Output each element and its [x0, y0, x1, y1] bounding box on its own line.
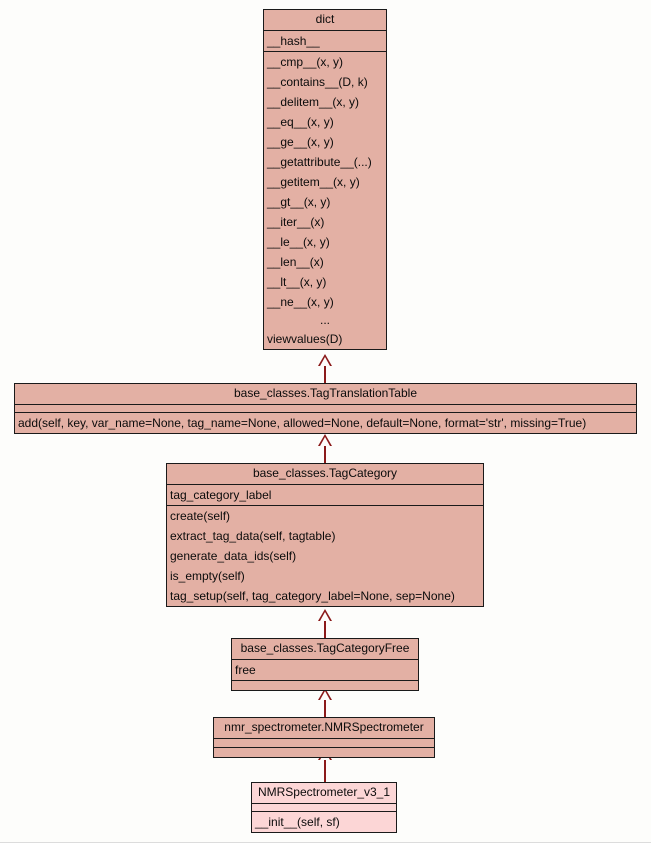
- class-method: extract_tag_data(self, tagtable): [170, 529, 336, 543]
- class-name-label: base_classes.TagCategory: [252, 466, 398, 480]
- class-method: __contains__(D, k): [267, 75, 368, 89]
- class-methods-compartment: __init__(self, sf): [252, 812, 396, 832]
- class-name-label: base_classes.TagCategoryFree: [240, 641, 410, 655]
- class-method: __getitem__(x, y): [267, 175, 360, 189]
- class-methods-compartment: [214, 748, 434, 757]
- class-attribute: tag_category_label: [170, 488, 272, 502]
- class-method: is_empty(self): [170, 569, 245, 583]
- class-name-compartment: nmr_spectrometer.NMRSpectrometer: [214, 718, 434, 739]
- class-method: viewvalues(D): [267, 332, 343, 346]
- class-method: __cmp__(x, y): [267, 55, 344, 69]
- class-method: create(self): [170, 509, 231, 523]
- class-method: add(self, key, var_name=None, tag_name=N…: [18, 416, 587, 430]
- class-attributes-compartment: [214, 739, 434, 748]
- class-method: __lt__(x, y): [267, 275, 327, 289]
- class-methods-compartment: add(self, key, var_name=None, tag_name=N…: [15, 413, 636, 433]
- generalization-arrowhead-tagcategoryfree: [318, 688, 332, 700]
- class-attribute: free: [235, 663, 256, 677]
- class-attributes-compartment: [252, 804, 396, 812]
- class-method: tag_setup(self, tag_category_label=None,…: [170, 589, 455, 603]
- generalization-edge-tagcategory-to-tagtranslationtable: [324, 445, 326, 463]
- class-method: __ne__(x, y): [267, 295, 334, 309]
- class-name-label: nmr_spectrometer.NMRSpectrometer: [224, 720, 424, 734]
- class-method-ellipsis: ...: [319, 313, 330, 327]
- class-attributes-compartment: free: [232, 660, 418, 681]
- class-name-compartment: dict: [264, 10, 386, 31]
- class-name-compartment: NMRSpectrometer_v3_1: [252, 783, 396, 804]
- generalization-arrowhead-dict: [318, 354, 332, 366]
- class-attributes-compartment: __hash__: [264, 31, 386, 52]
- class-name-label: dict: [315, 12, 335, 26]
- generalization-edge-nmrspectrometer-to-tagcategoryfree: [324, 699, 326, 717]
- class-method: __init__(self, sf): [255, 815, 340, 829]
- class-method: __le__(x, y): [267, 235, 330, 249]
- class-attributes-compartment: tag_category_label: [167, 485, 483, 506]
- class-name-compartment: base_classes.TagCategory: [167, 464, 483, 485]
- class-method: __getattribute__(...): [267, 155, 372, 169]
- class-method: __gt__(x, y): [267, 195, 331, 209]
- class-attribute: __hash__: [267, 34, 320, 48]
- generalization-edge-nmrspectrometer-v3-1-to-nmrspectrometer: [324, 759, 326, 782]
- class-box-nmrspectrometer-v3-1[interactable]: NMRSpectrometer_v3_1 __init__(self, sf): [251, 782, 397, 833]
- class-methods-compartment: __cmp__(x, y) __contains__(D, k) __delit…: [264, 52, 386, 349]
- class-methods-compartment: [232, 681, 418, 690]
- class-method: __eq__(x, y): [267, 115, 334, 129]
- class-method: __iter__(x): [267, 215, 325, 229]
- generalization-edge-tagtranslationtable-to-dict: [324, 365, 326, 383]
- class-box-tagcategory[interactable]: base_classes.TagCategory tag_category_la…: [166, 463, 484, 607]
- class-box-dict[interactable]: dict __hash__ __cmp__(x, y) __contains__…: [263, 9, 387, 350]
- class-name-compartment: base_classes.TagCategoryFree: [232, 639, 418, 660]
- class-method: __delitem__(x, y): [267, 95, 360, 109]
- class-methods-compartment: create(self) extract_tag_data(self, tagt…: [167, 506, 483, 606]
- class-box-tagtranslationtable[interactable]: base_classes.TagTranslationTable add(sel…: [14, 383, 637, 434]
- class-box-nmrspectrometer[interactable]: nmr_spectrometer.NMRSpectrometer: [213, 717, 435, 758]
- class-name-label: base_classes.TagTranslationTable: [234, 386, 417, 400]
- class-method: __ge__(x, y): [267, 135, 334, 149]
- class-method: generate_data_ids(self): [170, 549, 297, 563]
- generalization-arrowhead-tagcategory: [318, 609, 332, 621]
- generalization-arrowhead-tagtranslationtable: [318, 434, 332, 446]
- generalization-edge-tagcategoryfree-to-tagcategory: [324, 620, 326, 638]
- class-method: __len__(x): [267, 255, 324, 269]
- class-attributes-compartment: [15, 405, 636, 413]
- class-name-compartment: base_classes.TagTranslationTable: [15, 384, 636, 405]
- class-box-tagcategoryfree[interactable]: base_classes.TagCategoryFree free: [231, 638, 419, 691]
- class-name-label: NMRSpectrometer_v3_1: [257, 785, 391, 799]
